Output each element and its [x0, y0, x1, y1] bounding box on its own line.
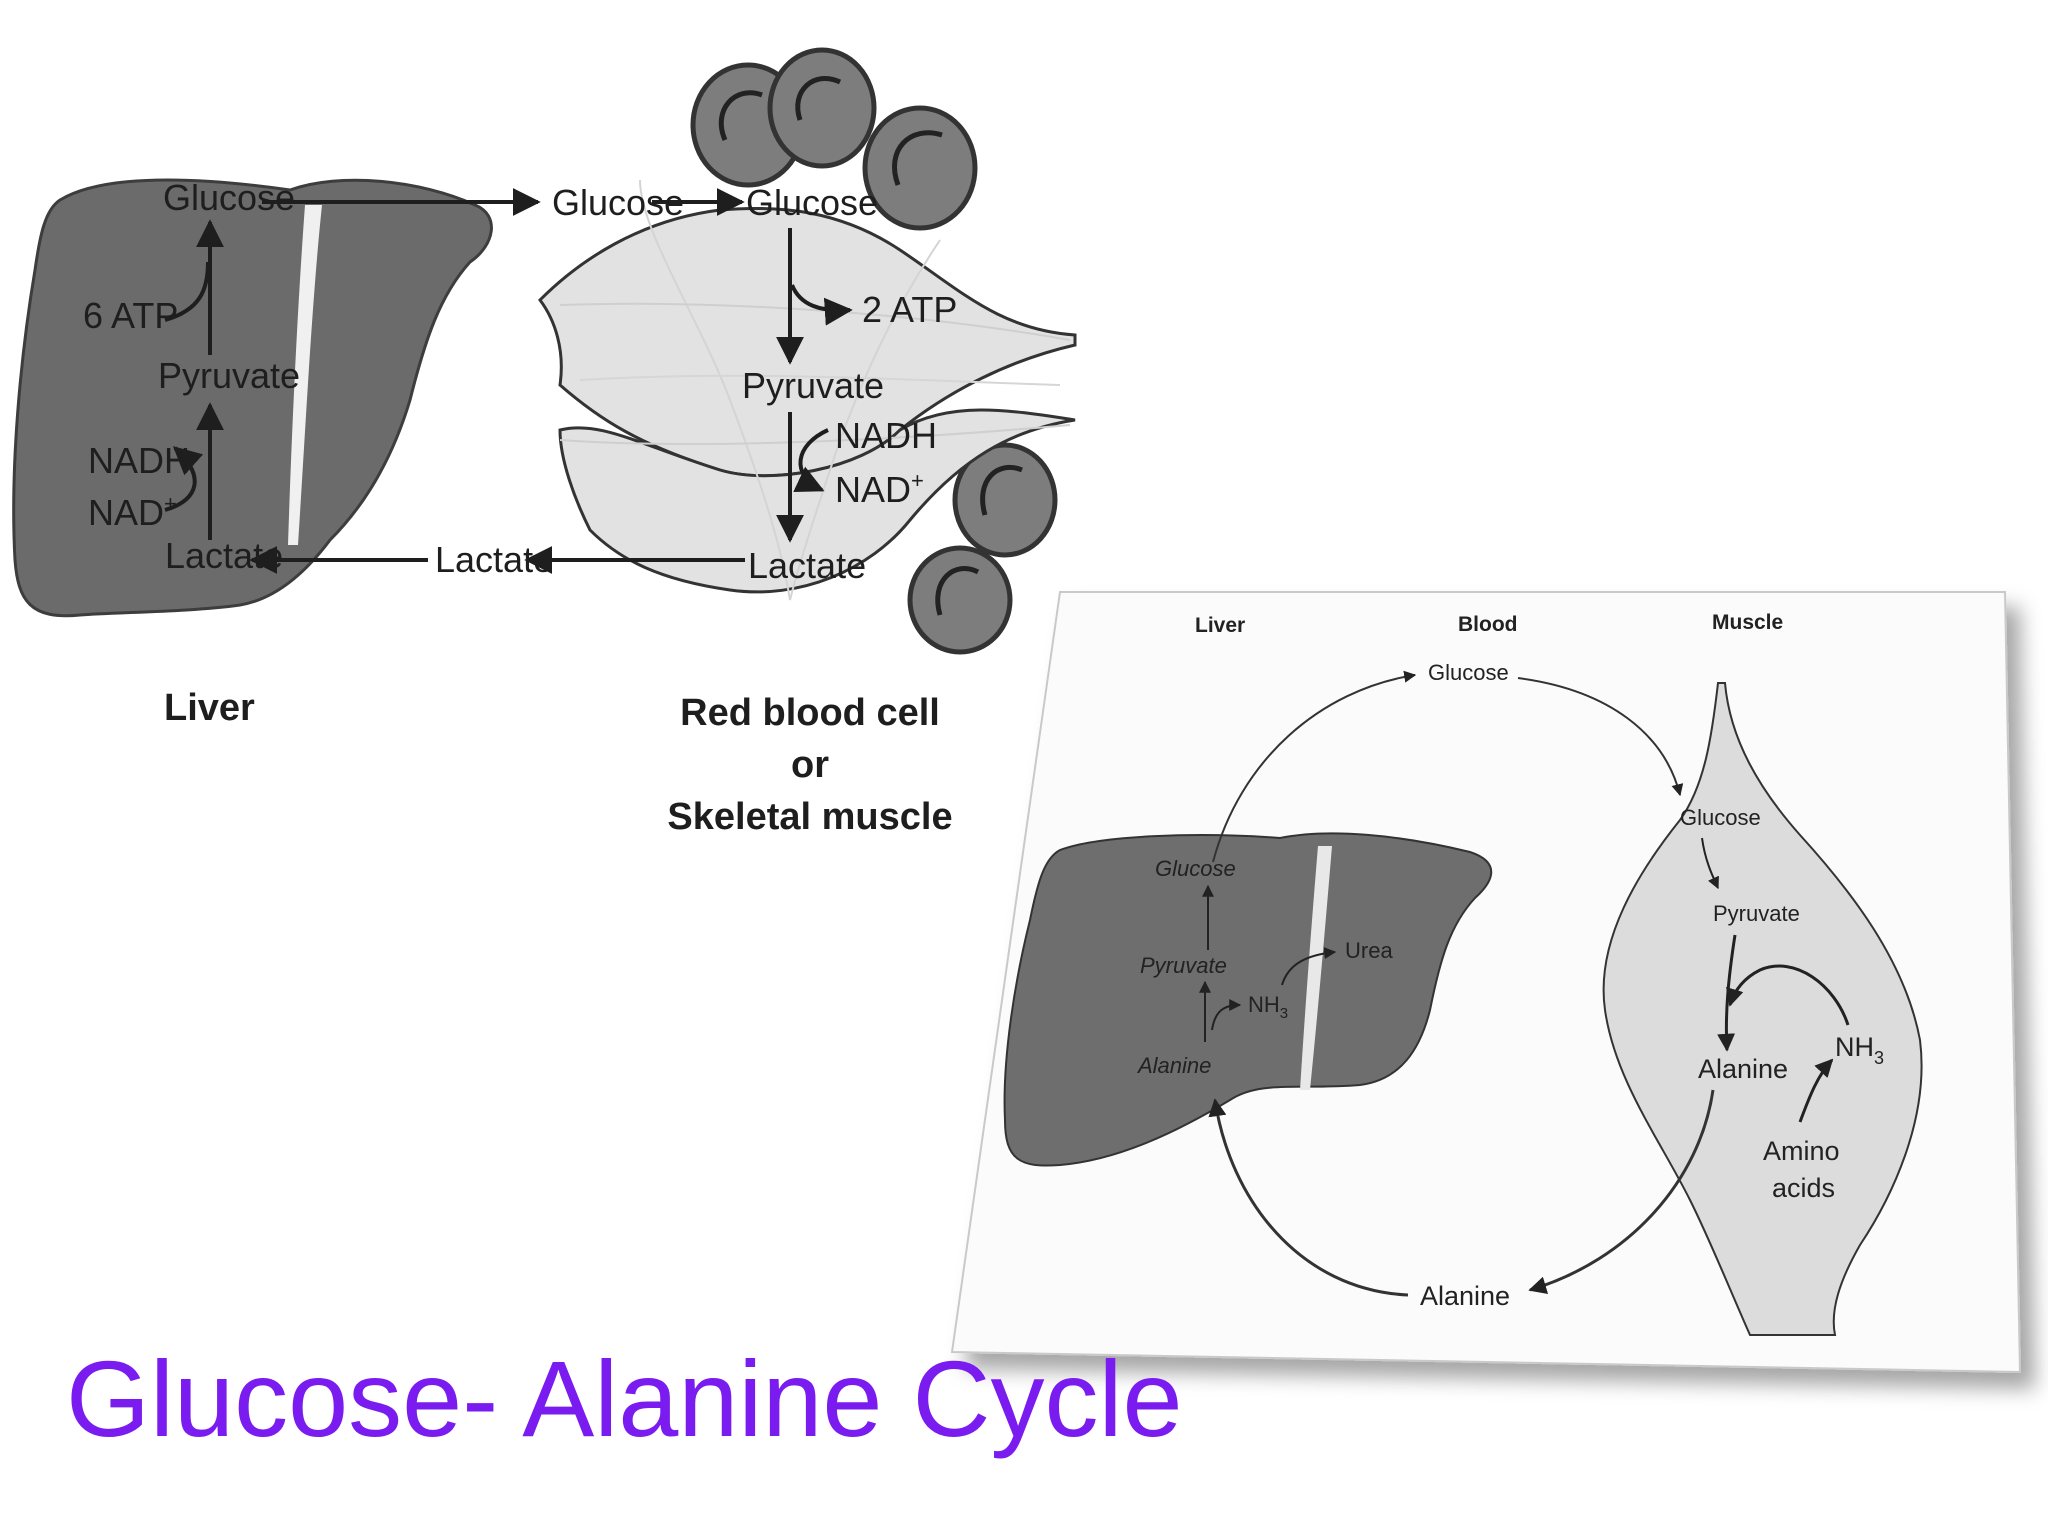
cori-liver-shape	[12, 178, 493, 618]
cori-muscle-nadh: NADH	[835, 415, 937, 456]
cori-muscle-lactate: Lactate	[748, 545, 866, 586]
slide-title: Glucose- Alanine Cycle	[66, 1338, 1183, 1459]
cori-muscle-nad-curve	[793, 428, 829, 492]
ga-header-blood: Blood	[1458, 613, 1517, 636]
ga-arc-alanine-to-liver	[1208, 1098, 1409, 1297]
ga-liver-nh3-curve	[1211, 999, 1242, 1031]
ga-liver-shape	[1003, 832, 1493, 1167]
cori-liver-nad-curve	[164, 446, 204, 512]
cori-cycle-diagram: Glucose 6 ATP Pyruvate NADH NAD+ Lactate…	[12, 47, 1077, 838]
cori-rbc-caption-line2: or	[791, 744, 829, 786]
ga-liver-ligament	[1300, 846, 1332, 1090]
ga-muscle-amino-line1: Amino	[1763, 1136, 1840, 1166]
cori-muscle-pyruvate: Pyruvate	[742, 365, 884, 406]
cori-liver-pyruvate: Pyruvate	[158, 355, 300, 396]
cori-muscle-atp-curve	[790, 284, 853, 326]
cori-rbc-caption-line1: Red blood cell	[680, 692, 940, 734]
ga-blood-alanine: Alanine	[1420, 1281, 1510, 1311]
cori-liver-lactate: Lactate	[165, 535, 283, 576]
ga-header-muscle: Muscle	[1712, 611, 1783, 634]
ga-liver-alanine: Alanine	[1136, 1053, 1211, 1078]
ga-arc-glucose-to-muscle	[1517, 677, 1684, 797]
cori-muscle-glucose: Glucose	[746, 182, 878, 223]
glucose-alanine-panel: Liver Blood Muscle Glucose Alanine Gluco…	[950, 591, 2022, 1374]
ga-liver-pyruvate: Pyruvate	[1140, 953, 1227, 978]
cori-muscle-atp: 2 ATP	[862, 289, 957, 330]
ga-muscle-glucose-to-pyruvate-arrow	[1701, 837, 1719, 890]
ga-liver-urea: Urea	[1345, 938, 1393, 963]
ga-liver-glucose: Glucose	[1155, 856, 1236, 881]
ga-muscle-alanine: Alanine	[1698, 1054, 1788, 1084]
cori-liver-ligament	[288, 205, 322, 545]
ga-muscle-amino-to-nh3-curve	[1798, 1058, 1834, 1123]
cori-liver-caption: Liver	[164, 687, 255, 729]
cori-liver-nad: NAD+	[88, 491, 177, 533]
ga-muscle-nh3-curve	[1726, 964, 1850, 1026]
cori-red-blood-cells	[690, 47, 1058, 655]
ga-muscle-nh3: NH3	[1835, 1032, 1884, 1068]
ga-muscle-pyruvate: Pyruvate	[1713, 901, 1800, 926]
cori-muscle-nad: NAD+	[835, 468, 924, 510]
ga-arc-muscle-to-alanine	[1528, 1089, 1715, 1294]
cori-liver-atp-curve	[164, 261, 210, 322]
cori-liver-atp: 6 ATP	[83, 295, 178, 336]
cori-liver-nadh: NADH	[88, 440, 190, 481]
ga-muscle-glucose: Glucose	[1680, 805, 1761, 830]
ga-muscle-amino-line2: acids	[1772, 1173, 1835, 1203]
ga-liver-nh3: NH3	[1248, 992, 1288, 1022]
ga-header-liver: Liver	[1195, 614, 1245, 637]
cori-rbc-caption-line3: Skeletal muscle	[667, 796, 952, 838]
ga-liver-nh3-to-urea-curve	[1281, 947, 1337, 986]
ga-arc-liver-to-glucose	[1212, 670, 1417, 863]
cori-liver-glucose: Glucose	[163, 177, 295, 218]
ga-blood-glucose: Glucose	[1428, 660, 1509, 685]
